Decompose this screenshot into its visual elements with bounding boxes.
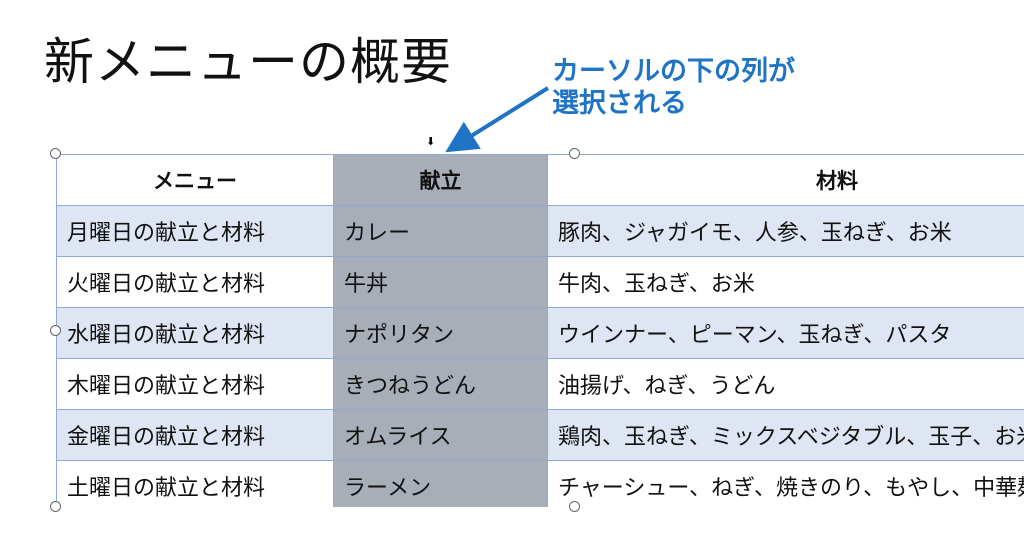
menu-table[interactable]: メニュー 献立 材料 月曜日の献立と材料 カレー 豚肉、ジャガイモ、人参、玉ねぎ…: [56, 154, 1024, 507]
table-row: 火曜日の献立と材料 牛丼 牛肉、玉ねぎ、お米: [56, 256, 1024, 308]
down-arrow-icon: ⬇: [426, 135, 436, 148]
resize-handle-bottom-left[interactable]: [50, 501, 61, 512]
table-row: 木曜日の献立と材料 きつねうどん 油揚げ、ねぎ、うどん: [56, 358, 1024, 410]
callout-line-2: 選択される: [552, 88, 687, 119]
resize-handle-top-left[interactable]: [50, 148, 61, 159]
table-cell[interactable]: 豚肉、ジャガイモ、人参、玉ねぎ、お米: [547, 205, 1024, 257]
table-cell[interactable]: 水曜日の献立と材料: [56, 307, 334, 359]
table-cell[interactable]: きつねうどん: [333, 358, 548, 410]
callout-text: カーソルの下の列が 選択される: [552, 56, 795, 120]
table-header-row: メニュー 献立 材料: [56, 154, 1024, 206]
table-cell[interactable]: 火曜日の献立と材料: [56, 256, 334, 308]
table-cell[interactable]: 牛肉、玉ねぎ、お米: [547, 256, 1024, 308]
table-row: 月曜日の献立と材料 カレー 豚肉、ジャガイモ、人参、玉ねぎ、お米: [56, 205, 1024, 257]
table-cell[interactable]: ラーメン: [333, 460, 548, 507]
table-cell[interactable]: カレー: [333, 205, 548, 257]
callout-line-1: カーソルの下の列が: [552, 56, 795, 87]
resize-handle-bottom-middle[interactable]: [569, 501, 580, 512]
resize-handle-middle-left[interactable]: [50, 325, 61, 336]
table-cell[interactable]: ウインナー、ピーマン、玉ねぎ、パスタ: [547, 307, 1024, 359]
slide-title: 新メニューの概要: [44, 33, 452, 91]
table-row: 金曜日の献立と材料 オムライス 鶏肉、玉ねぎ、ミックスベジタブル、玉子、お米: [56, 409, 1024, 461]
table-row: 土曜日の献立と材料 ラーメン チャーシュー、ねぎ、焼きのり、もやし、中華麺: [56, 460, 1024, 507]
table-cell[interactable]: オムライス: [333, 409, 548, 461]
table-cell[interactable]: 鶏肉、玉ねぎ、ミックスベジタブル、玉子、お米: [547, 409, 1024, 461]
menu-table-frame[interactable]: メニュー 献立 材料 月曜日の献立と材料 カレー 豚肉、ジャガイモ、人参、玉ねぎ…: [56, 154, 1024, 507]
header-kondate[interactable]: 献立: [333, 154, 548, 206]
table-cell[interactable]: 牛丼: [333, 256, 548, 308]
table-cell[interactable]: ナポリタン: [333, 307, 548, 359]
table-cell[interactable]: 油揚げ、ねぎ、うどん: [547, 358, 1024, 410]
header-zairyo[interactable]: 材料: [547, 154, 1024, 206]
table-cell[interactable]: 金曜日の献立と材料: [56, 409, 334, 461]
table-row: 水曜日の献立と材料 ナポリタン ウインナー、ピーマン、玉ねぎ、パスタ: [56, 307, 1024, 359]
table-cell[interactable]: 土曜日の献立と材料: [56, 460, 334, 507]
callout-arrow-line: [445, 86, 550, 153]
table-cell[interactable]: チャーシュー、ねぎ、焼きのり、もやし、中華麺: [547, 460, 1024, 507]
header-menu[interactable]: メニュー: [56, 154, 334, 206]
table-cell[interactable]: 木曜日の献立と材料: [56, 358, 334, 410]
resize-handle-top-middle[interactable]: [569, 148, 580, 159]
table-cell[interactable]: 月曜日の献立と材料: [56, 205, 334, 257]
